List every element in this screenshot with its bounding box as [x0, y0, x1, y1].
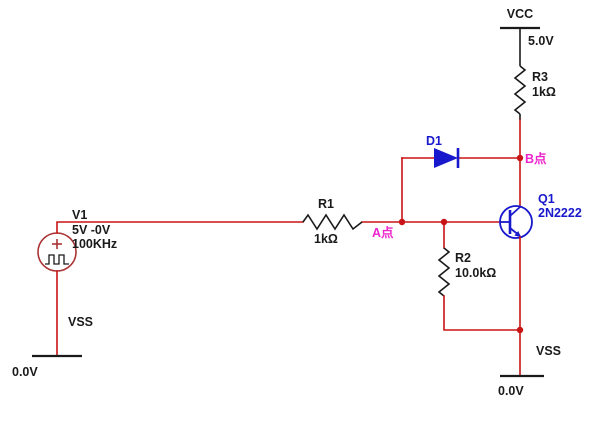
resistor-r2-value: 10.0kΩ: [455, 266, 496, 280]
ground-right-value: 0.0V: [498, 384, 524, 398]
resistor-r2-zigzag: [437, 247, 451, 297]
ground-right: VSS 0.0V: [498, 329, 561, 398]
transistor-collector-lead: [509, 206, 521, 217]
node-b-junction-dot: [516, 154, 524, 162]
node-b-label: B点: [525, 151, 547, 166]
transistor-emitter-arrow-icon: [514, 231, 521, 237]
resistor-r1: R1 1kΩ: [302, 197, 363, 246]
transistor-q1: Q1 2N2222: [499, 160, 582, 239]
resistor-r3-ref: R3: [532, 70, 548, 84]
resistor-r3-zigzag: [513, 65, 527, 115]
vcc-label: VCC: [507, 7, 533, 21]
resistor-r2: R2 10.0kΩ: [437, 247, 496, 297]
resistor-r3: R3 1kΩ: [513, 65, 556, 120]
ground-left: VSS 0.0V: [12, 270, 93, 379]
resistor-r1-value: 1kΩ: [314, 232, 338, 246]
source-v1-value: 5V -0V: [72, 223, 111, 237]
transistor-q1-ref: Q1: [538, 192, 555, 206]
wire-v1-to-r1: [56, 221, 304, 234]
source-v1-ref: V1: [72, 208, 87, 222]
vcc-supply: VCC 5.0V: [500, 7, 554, 66]
source-v1-body: [37, 232, 77, 272]
source-v1-frequency: 100KHz: [72, 237, 117, 251]
source-v1: V1 5V -0V 100KHz: [37, 208, 117, 272]
vcc-value: 5.0V: [528, 34, 554, 48]
node-a-junction-dot: [398, 218, 406, 226]
wire-r2-to-emitter-rail: [443, 295, 521, 331]
node-b: B点: [516, 151, 547, 166]
resistor-r3-value: 1kΩ: [532, 85, 556, 99]
diode-d1: D1: [426, 134, 460, 168]
ground-right-label: VSS: [536, 344, 561, 358]
node-a-label: A点: [372, 225, 394, 240]
transistor-q1-value: 2N2222: [538, 206, 582, 220]
ground-left-label: VSS: [68, 315, 93, 329]
ground-left-value: 0.0V: [12, 365, 38, 379]
resistor-r1-ref: R1: [318, 197, 334, 211]
diode-d1-ref: D1: [426, 134, 442, 148]
node-a: A点: [372, 218, 406, 240]
square-wave-icon: [45, 254, 69, 265]
resistor-r1-zigzag: [302, 213, 363, 231]
diode-triangle: [434, 148, 458, 168]
resistor-r2-ref: R2: [455, 251, 471, 265]
